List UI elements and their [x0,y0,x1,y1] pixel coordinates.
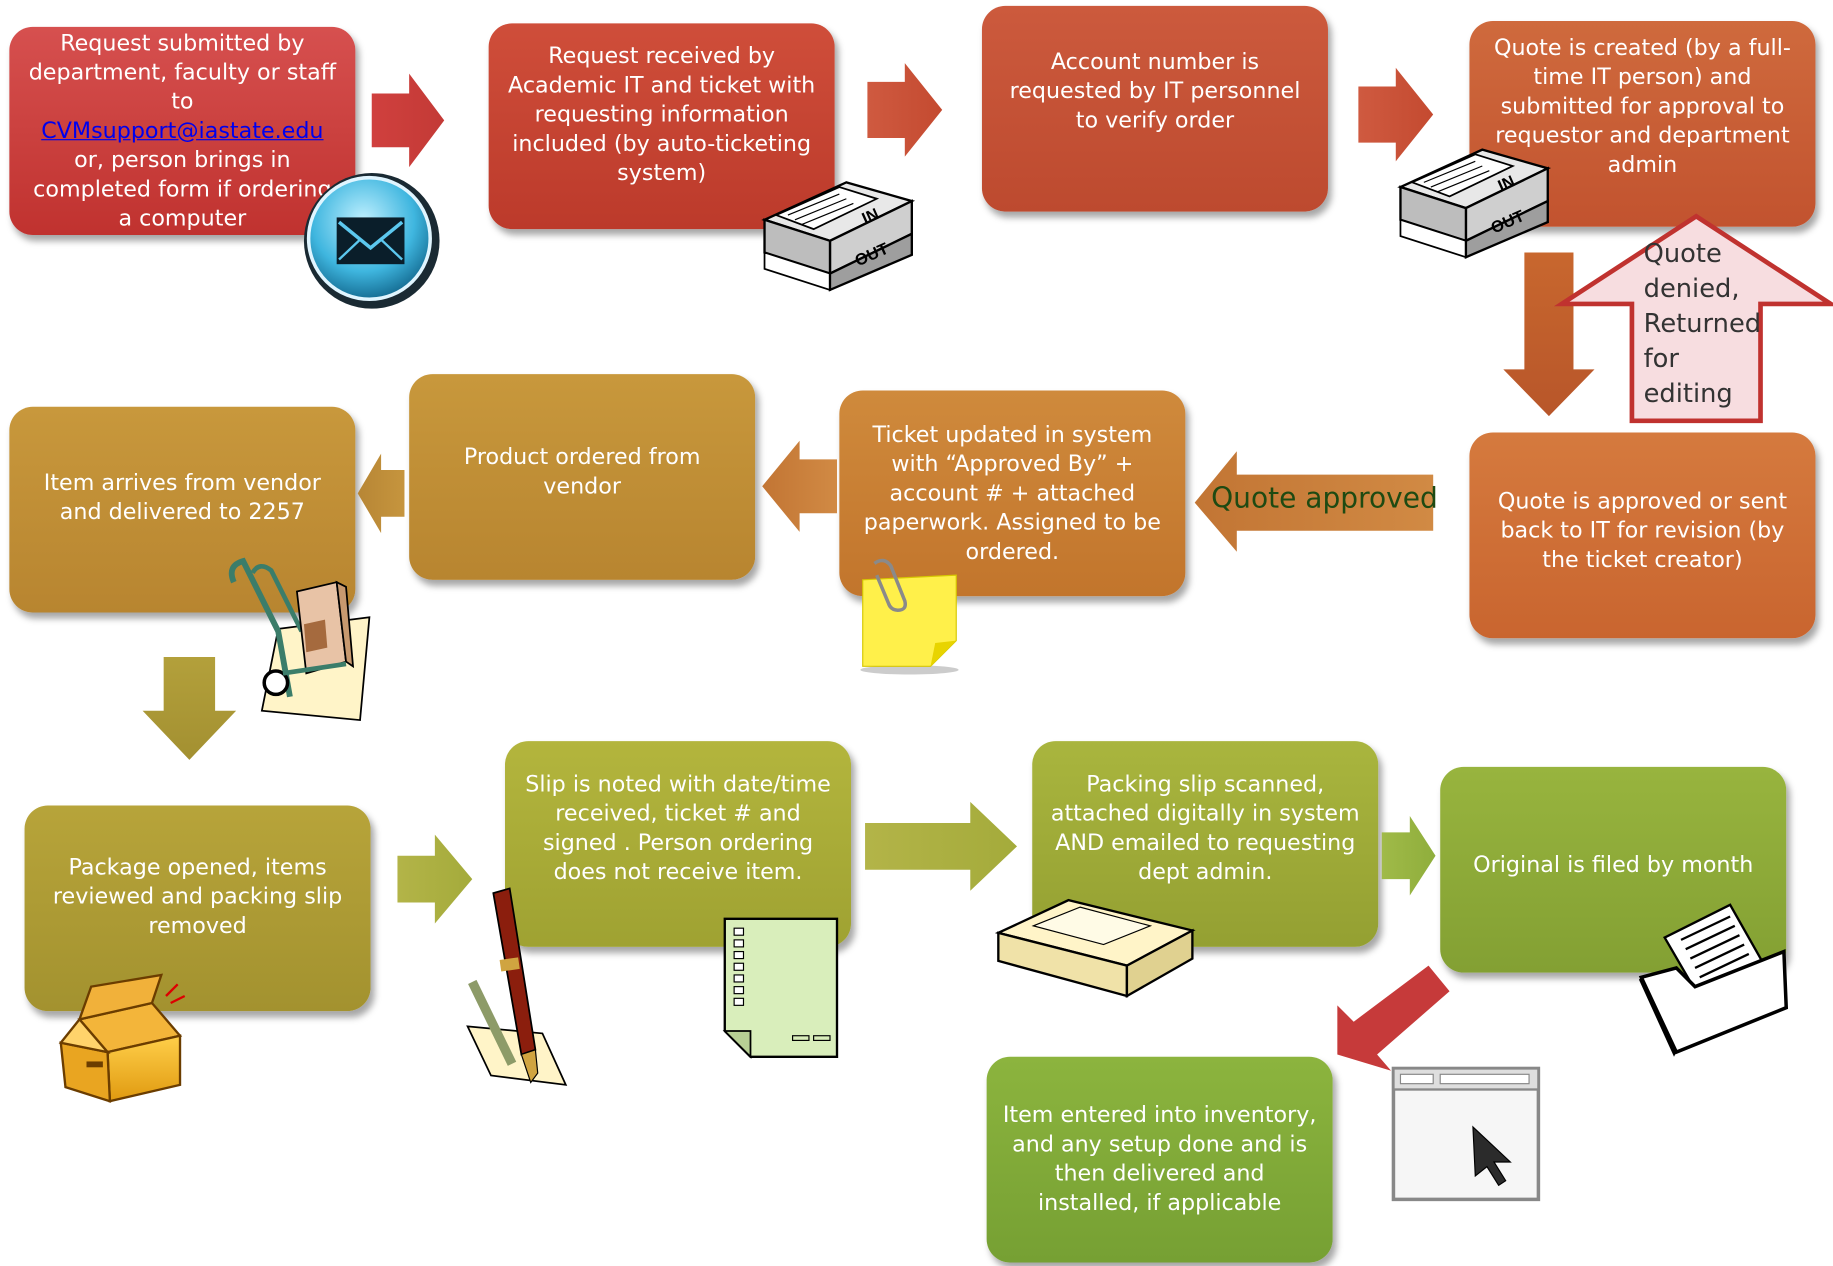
arrow-step11-to-step12 [1381,815,1436,896]
in-label: IN [859,205,881,228]
arrow-step12-to-step13 [1337,965,1450,1071]
outbox-tray-icon: IN OUT [1397,148,1552,259]
open-box-icon [58,973,186,1103]
arrow-step10-to-step11 [865,801,1018,891]
email-icon [303,173,440,309]
inbox-tray-icon: IN OUT [761,181,916,292]
step-10-text: Slip is noted with date/time received, t… [525,771,831,885]
step-account-number: Account number is requested by IT person… [981,5,1328,212]
scanner-icon [994,898,1196,999]
step-quote-approved: Quote is approved or sent back to IT for… [1469,432,1816,639]
arrow-quote-denied [1553,213,1833,424]
quote-denied-line-3: Returned [1643,309,1762,340]
step-6-text: Ticket updated in system with “Approved … [863,421,1161,565]
arrow-quote-approved [1194,451,1434,552]
step-1-text-a: Request submitted by department, faculty… [28,29,337,85]
in-label-2: IN [1495,172,1517,195]
step-item-arrives: Item arrives from vendor and delivered t… [9,406,356,613]
arrow-step8-to-step9 [142,656,237,760]
step-11-text: Packing slip scanned, attached digitally… [1050,771,1360,885]
arrow-step9-to-step10 [397,834,473,924]
quote-denied-line-2: denied, [1643,274,1740,304]
arrow-step3-to-step4 [1358,67,1434,162]
step-13-text: Item entered into inventory, and any set… [1002,1102,1317,1216]
step-8-text: Item arrives from vendor and delivered t… [43,469,321,525]
step-package-opened: Package opened, items reviewed and packi… [24,805,371,1012]
quote-denied-line-4: for [1643,344,1679,375]
step-9-text: Package opened, items reviewed and packi… [52,853,343,939]
packing-slip-icon [722,917,839,1059]
quote-denied-line-5: editing [1643,379,1733,410]
step-2-text: Request received by Academic IT and tick… [508,42,816,186]
step-1-text-b: or, person brings in completed form if o… [33,146,332,231]
step-5-text: Quote is approved or sent back to IT for… [1497,488,1788,573]
step-slip-noted: Slip is noted with date/time received, t… [505,741,852,947]
arrow-step1-to-step2 [371,73,445,168]
quote-denied-line-1: Quote [1643,239,1722,269]
step-7-text: Product ordered from vendor [463,444,701,500]
arrow-step6-to-step7 [762,440,838,532]
step-slip-scanned: Packing slip scanned, attached digitally… [1032,741,1379,947]
step-3-text: Account number is requested by IT person… [1009,48,1301,133]
step-4-text: Quote is created (by a full-time IT pers… [1493,34,1791,178]
arrow-step2-to-step3 [867,63,943,157]
quote-approved-label: Quote approved [1211,481,1438,515]
quote-denied-label: Quote denied, Returned for editing [1644,237,1762,412]
support-email-link[interactable]: CVMsupport@iastate.edu [41,117,324,144]
step-request-submitted: Request submitted by department, faculty… [9,26,356,235]
step-product-ordered: Product ordered from vendor [409,374,756,580]
step-1-to: to [171,88,194,114]
arrow-step7-to-step8 [357,453,405,534]
file-folder-icon [1638,903,1789,1057]
browser-cursor-icon [1391,1066,1541,1202]
hand-truck-icon [228,557,371,722]
pen-icon [466,887,568,1086]
step-ticket-updated: Ticket updated in system with “Approved … [839,390,1186,597]
step-request-received: Request received by Academic IT and tick… [488,23,835,230]
step-original-filed: Original is filed by month [1440,766,1787,973]
arrow-step4-to-step5 [1503,252,1595,417]
step-12-text: Original is filed by month [1473,851,1754,878]
step-item-inventory: Item entered into inventory, and any set… [986,1056,1333,1263]
sticky-note-icon [860,558,959,675]
